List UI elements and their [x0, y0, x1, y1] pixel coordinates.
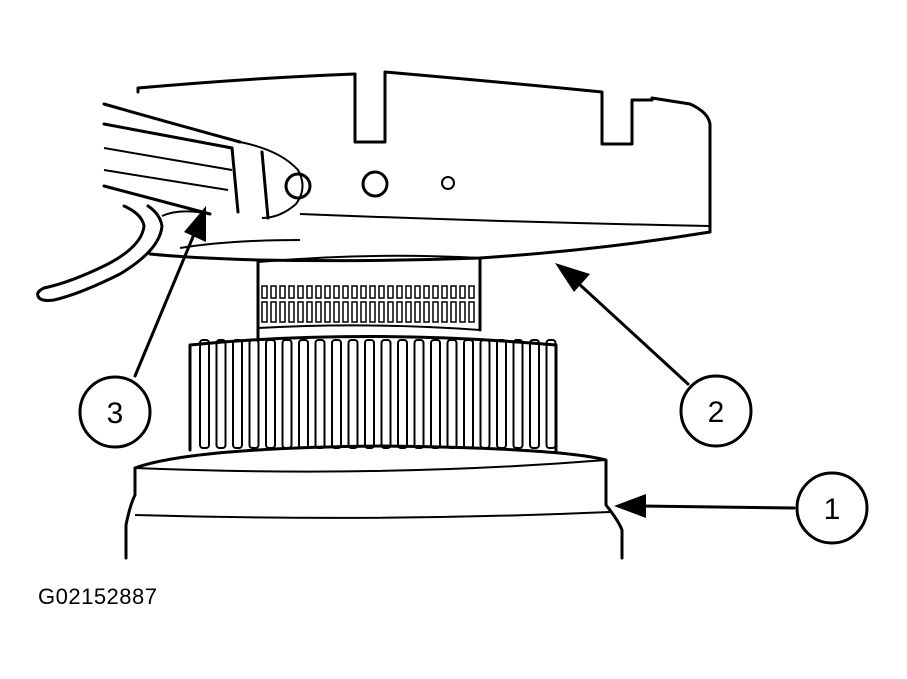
spline-tooth [529, 339, 540, 449]
ring-tooth [369, 285, 376, 299]
ring-tooth [279, 285, 286, 299]
ring-tooth [297, 285, 304, 299]
ring-tooth [333, 285, 340, 299]
spline-tooth [281, 339, 293, 449]
ring-tooth [432, 301, 439, 323]
spline-tooth [545, 339, 557, 449]
ring-tooth [396, 285, 403, 299]
spline-tooth [413, 339, 425, 449]
spline-tooth [479, 339, 491, 449]
ring-tooth [261, 301, 268, 323]
callout-1-label: 1 [824, 493, 841, 526]
ring-tooth [261, 285, 268, 299]
ring-tooth [423, 285, 430, 299]
callout-3-label: 3 [107, 397, 124, 430]
ring-tooth [396, 301, 403, 323]
ring-tooth [468, 285, 475, 299]
ring-tooth [360, 285, 367, 299]
ring-tooth [324, 285, 331, 299]
ring-tooth [387, 285, 394, 299]
ring-tooth [378, 285, 385, 299]
spline-tooth [512, 339, 524, 449]
ring-tooth [297, 301, 304, 323]
figure-id-label: G02152887 [38, 584, 158, 609]
small-toothed-ring [256, 254, 482, 340]
ring-tooth [351, 301, 358, 323]
ring-tooth [288, 301, 295, 323]
spline-tooth [380, 339, 392, 449]
ring-tooth [360, 301, 367, 323]
ring-tooth [315, 301, 322, 323]
ring-tooth [459, 285, 466, 299]
spline-tooth [347, 339, 359, 449]
ring-tooth [459, 301, 466, 323]
callout-3: 3 [78, 375, 152, 449]
spline-tooth [232, 339, 243, 449]
ring-tooth [315, 285, 322, 299]
ring-tooth [288, 285, 295, 299]
ring-tooth [441, 301, 448, 323]
ring-tooth [279, 301, 286, 323]
ring-tooth [450, 285, 457, 299]
lower-housing [124, 444, 624, 560]
ring-tooth [387, 301, 394, 323]
callout-1: 1 [795, 471, 869, 545]
spline-tooth [215, 339, 227, 449]
ring-tooth [324, 301, 331, 323]
spline-tooth [496, 339, 507, 449]
ring-tooth [441, 285, 448, 299]
spline-tooth [430, 339, 441, 449]
ring-tooth [405, 301, 412, 323]
spline-tooth [331, 339, 342, 449]
spline-tooth [248, 339, 260, 449]
ring-tooth [342, 301, 349, 323]
ring-tooth [378, 301, 385, 323]
spline-tooth [397, 339, 408, 449]
gear-splines [199, 339, 557, 449]
callout-2: 2 [679, 374, 753, 448]
ring-tooth [351, 285, 358, 299]
callout-2-label: 2 [708, 396, 725, 429]
ring-tooth [468, 301, 475, 323]
ring-tooth [423, 301, 430, 323]
ring-tooth [414, 301, 421, 323]
ring-tooth [333, 301, 340, 323]
ring-tooth [414, 285, 421, 299]
spline-tooth [446, 339, 458, 449]
ring-tooth [450, 301, 457, 323]
spline-tooth [298, 339, 309, 449]
ring-tooth [369, 301, 376, 323]
spline-tooth [463, 339, 474, 449]
leader-arrows [133, 206, 796, 518]
ring-tooth [342, 285, 349, 299]
spline-tooth [364, 339, 375, 449]
ring-tooth [432, 285, 439, 299]
spline-tooth [265, 339, 276, 449]
ring-tooth [306, 285, 313, 299]
upper-carrier [136, 70, 712, 263]
ring-tooth [270, 285, 277, 299]
ring-tooth [405, 285, 412, 299]
tool [36, 102, 312, 302]
spline-tooth [314, 339, 326, 449]
ring-tooth [270, 301, 277, 323]
ring-tooth [306, 301, 313, 323]
ring-teeth [261, 285, 475, 323]
large-spline-gear [188, 335, 558, 454]
spline-tooth [199, 339, 210, 449]
